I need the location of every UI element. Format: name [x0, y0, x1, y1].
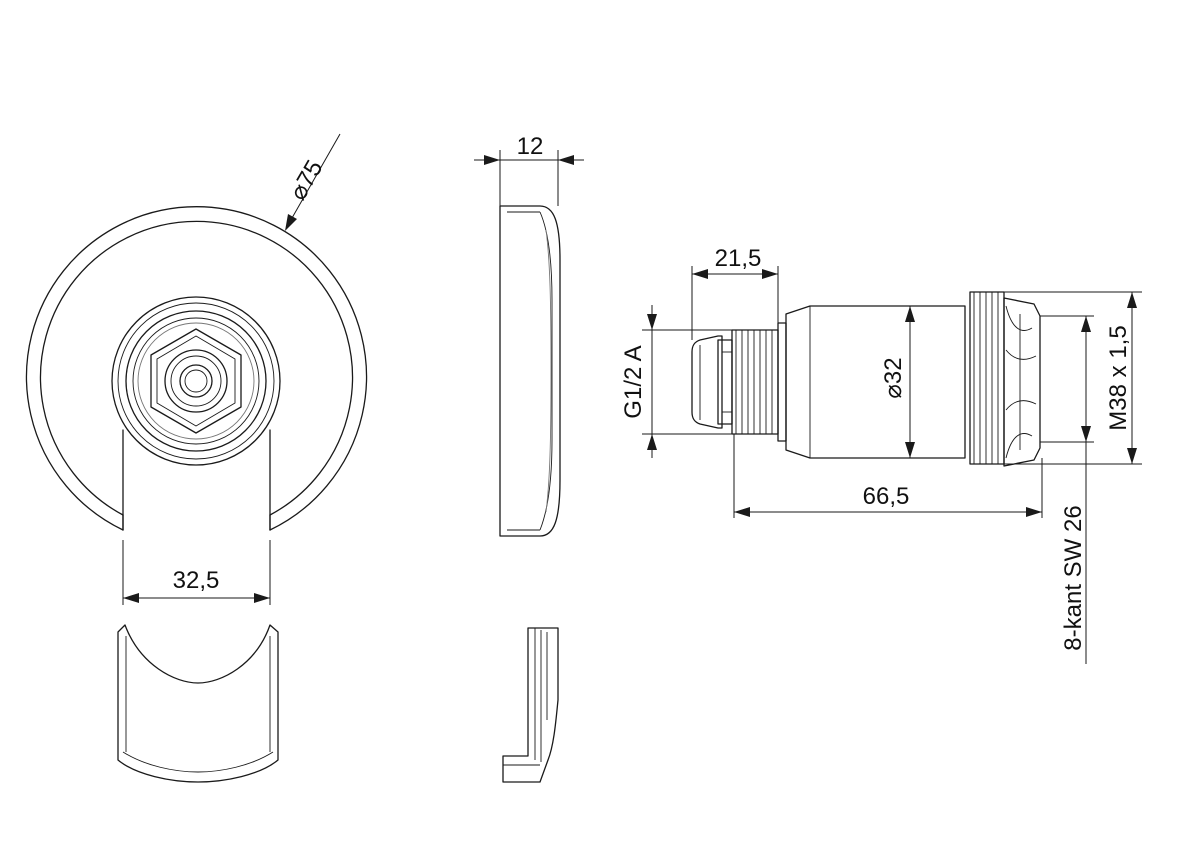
dim-label-m38: M38 x 1,5	[1105, 325, 1132, 430]
dim-width-12: 12	[474, 133, 584, 206]
dim-label-diameter-32: ⌀32	[880, 357, 907, 398]
dim-label-g12a: G1/2 A	[620, 345, 647, 418]
dim-label-12: 12	[517, 133, 544, 160]
dim-label-diameter-75: ⌀75	[285, 156, 329, 205]
dim-octagon-sw26: 8-kant SW 26	[1040, 315, 1094, 664]
rosette-front-view	[25, 206, 368, 531]
valve-body	[691, 291, 1041, 467]
dim-length-66-5: 66,5	[733, 434, 1043, 518]
dim-label-21-5: 21,5	[715, 245, 762, 272]
dim-label-32-5: 32,5	[173, 567, 220, 594]
dim-diameter-32: ⌀32	[880, 306, 915, 458]
dim-length-21-5: 21,5	[691, 245, 779, 340]
dim-thread-g12a: G1/2 A	[620, 305, 732, 458]
dim-thread-m38: M38 x 1,5	[1004, 291, 1142, 465]
half-shell-front	[117, 624, 279, 783]
dim-label-sw26: 8-kant SW 26	[1060, 505, 1087, 650]
thread-g12	[735, 330, 773, 434]
dim-gap-32-5: 32,5	[122, 540, 271, 605]
thread-m38	[973, 292, 999, 464]
dim-label-66-5: 66,5	[863, 483, 910, 510]
dim-diameter-75: ⌀75	[285, 133, 341, 231]
half-shell-side	[502, 627, 559, 783]
rosette-side-view	[499, 205, 561, 537]
